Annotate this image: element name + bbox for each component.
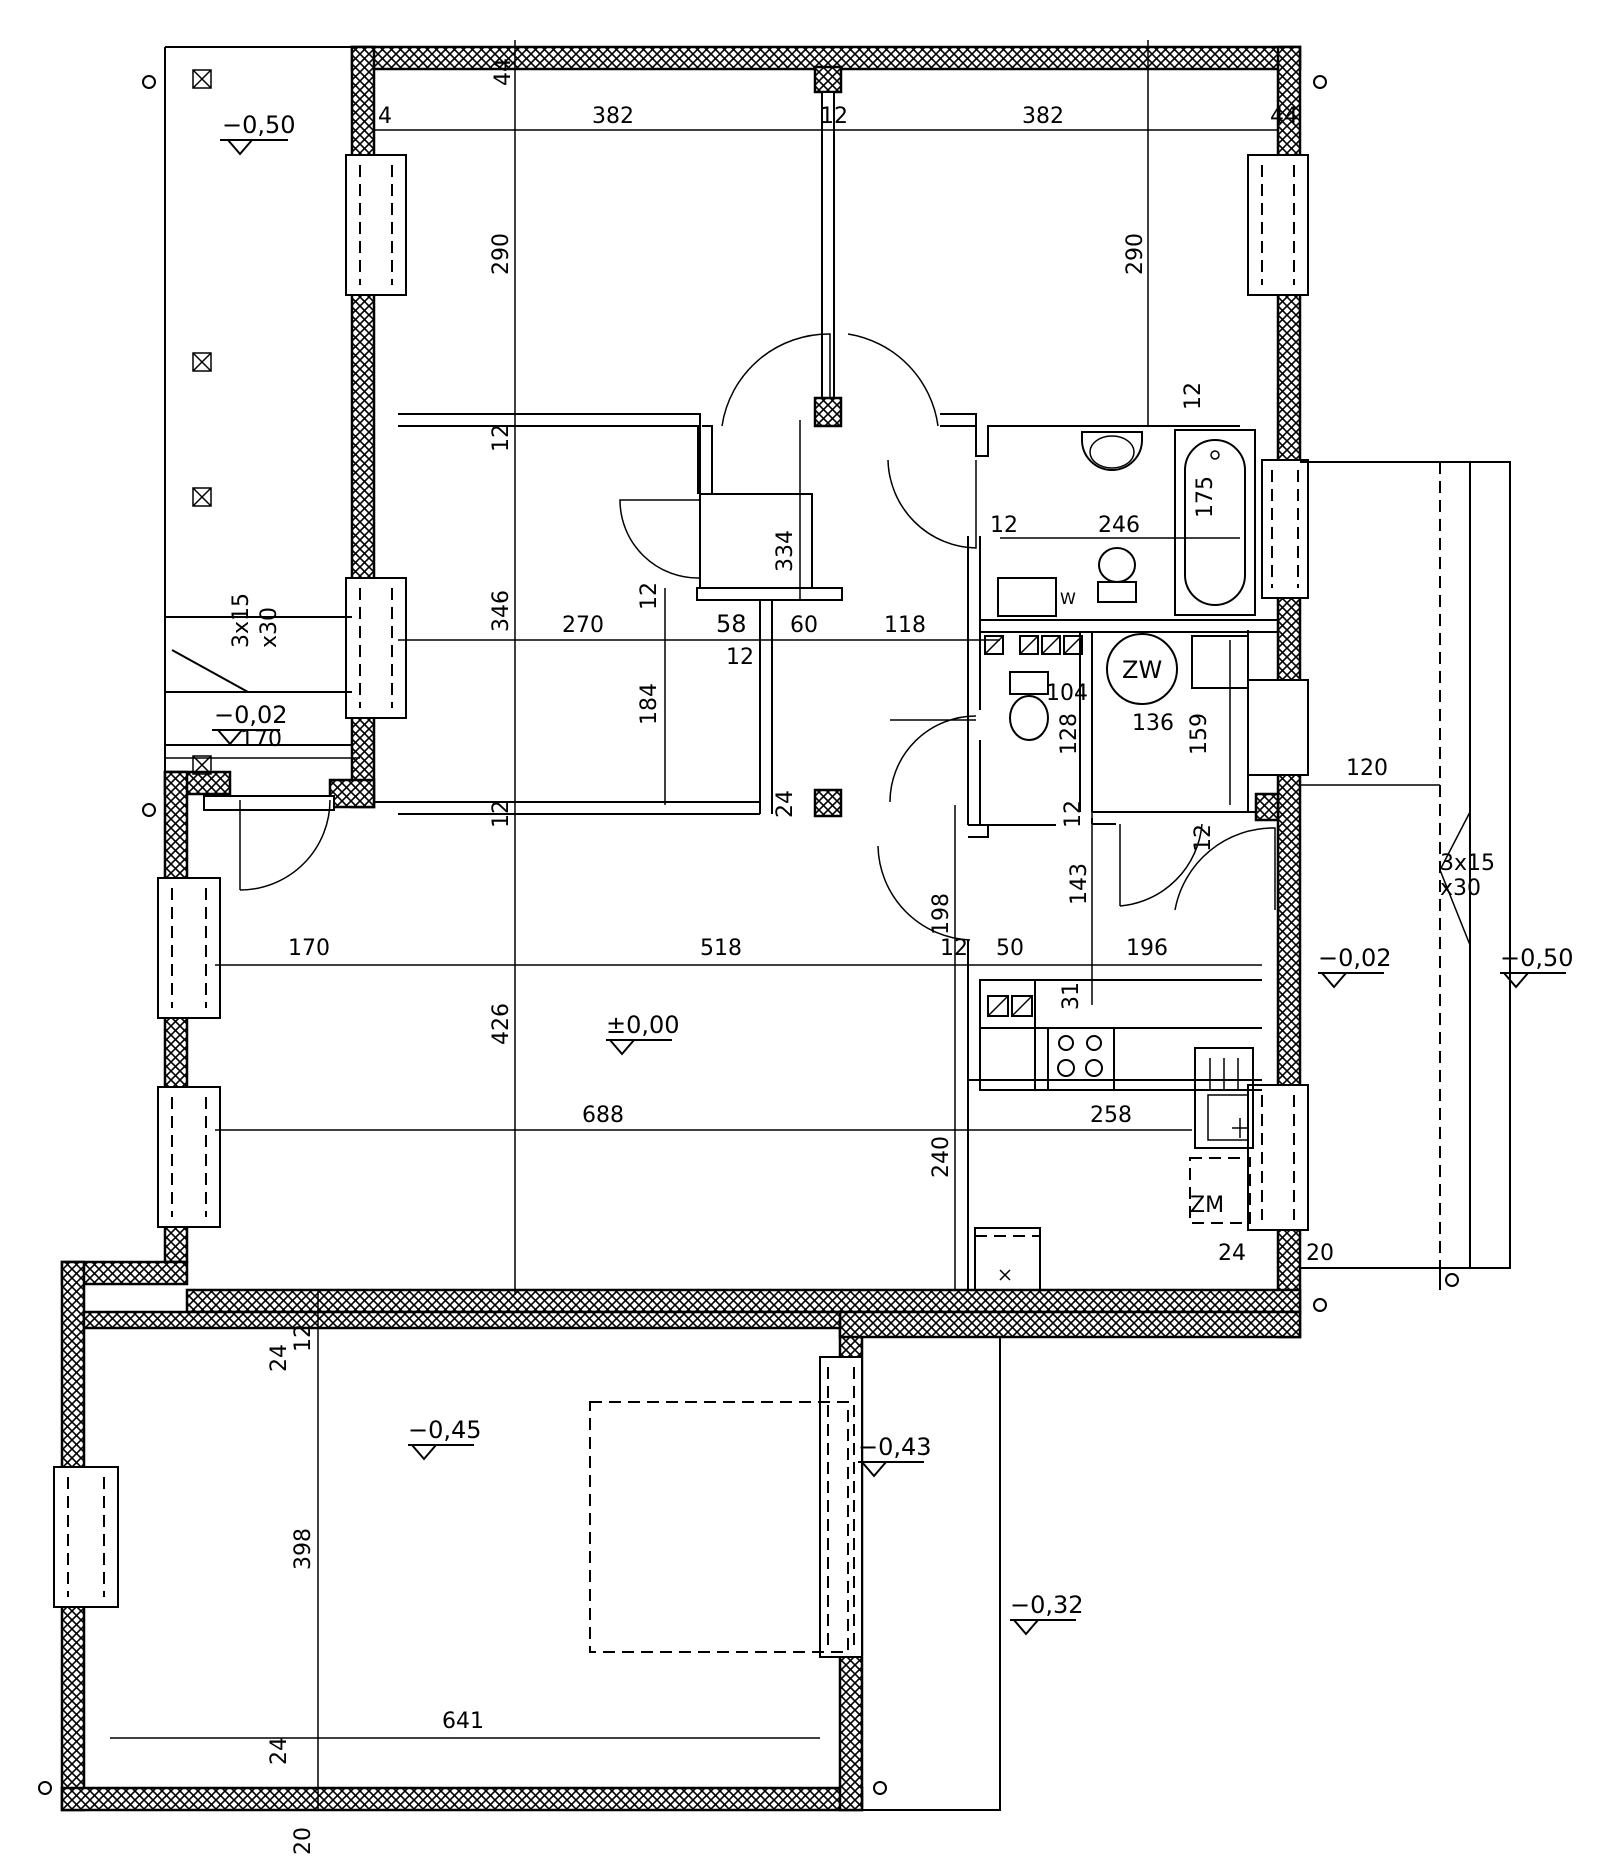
level-labels: −0,50 −0,02 ±0,00 −0,45 −0,43 −0,32 −0,0… <box>214 111 1574 1619</box>
dim-label: 641 <box>442 1709 484 1734</box>
dim-label: 159 <box>1187 713 1212 755</box>
dim-label: 50 <box>996 936 1024 961</box>
bathtub <box>1174 429 1256 616</box>
dim-label: 24 <box>773 790 798 818</box>
dim-label: 196 <box>1126 936 1168 961</box>
dim-label: 20 <box>1306 1241 1334 1266</box>
stairs-label-right-2: x30 <box>1440 876 1481 901</box>
dim-label: 120 <box>1346 756 1388 781</box>
dim-label: 12 <box>940 936 968 961</box>
dim-label: 60 <box>790 613 818 638</box>
dim-label: 382 <box>592 104 634 129</box>
dim-label: 12 <box>489 424 514 452</box>
dim-label: 175 <box>1193 476 1218 518</box>
dim-label: 24 <box>267 1344 292 1372</box>
exterior-walls <box>60 45 1302 1812</box>
garage-car-outline <box>589 1401 849 1653</box>
dim-label: 12 <box>1061 800 1086 828</box>
level-label: −0,45 <box>408 1416 482 1444</box>
dim-label: 20 <box>291 1827 316 1855</box>
dim-label: 58 <box>716 610 747 638</box>
dim-label: 12 <box>1191 824 1216 852</box>
doors <box>239 333 1276 941</box>
dim-label: 143 <box>1067 863 1092 905</box>
dim-label: 688 <box>582 1103 624 1128</box>
level-markers <box>212 139 1566 1636</box>
dim-label: 24 <box>267 1737 292 1765</box>
dim-label: 170 <box>240 727 282 752</box>
dim-label: 104 <box>1046 681 1088 706</box>
dim-label: 12 <box>820 104 848 129</box>
dim-label: 518 <box>700 936 742 961</box>
dim-label: 12 <box>726 645 754 670</box>
fridge-label: ZM <box>1190 1193 1224 1218</box>
level-label: −0,43 <box>858 1433 932 1461</box>
dim-label: 24 <box>1218 1241 1246 1266</box>
level-label: ±0,00 <box>606 1011 680 1039</box>
dim-label: 118 <box>884 613 926 638</box>
dim-label: 290 <box>489 233 514 275</box>
dim-label: 270 <box>562 613 604 638</box>
windows <box>53 154 1309 1658</box>
dim-label: 290 <box>1123 233 1148 275</box>
dim-label: 240 <box>929 1136 954 1178</box>
level-label: −0,02 <box>214 701 288 729</box>
dim-label: 184 <box>637 683 662 725</box>
vent-ducts <box>984 635 1083 1017</box>
washing-machine <box>997 577 1057 617</box>
dim-label: 170 <box>288 936 330 961</box>
dim-label: 398 <box>291 1528 316 1570</box>
fixtures <box>589 429 1262 1653</box>
wm-label: W <box>1060 589 1076 608</box>
dim-label: 346 <box>489 590 514 632</box>
dim-label: 198 <box>929 893 954 935</box>
boiler-circle <box>1106 633 1178 705</box>
dim-label: 246 <box>1098 513 1140 538</box>
dimension-lines <box>110 40 1440 1810</box>
toilet-upper <box>1097 547 1137 603</box>
column-marker <box>192 69 212 775</box>
dim-label: 44 <box>1270 104 1298 129</box>
stairs-label-right-1: 3x15 <box>1440 851 1495 876</box>
dim-label: 12 <box>489 800 514 828</box>
dim-label: 382 <box>1022 104 1064 129</box>
dim-label: 334 <box>773 530 798 572</box>
boiler-box <box>1191 635 1249 689</box>
toilet-lower <box>1009 671 1049 741</box>
room-labels: ZW ZM W 3x15 x30 3x15 x30 <box>229 589 1495 1218</box>
washbasin <box>1081 431 1143 471</box>
interior-walls <box>203 65 1280 1290</box>
dimension-labels: 4 382 12 382 44 44 290 290 12 12 334 12 … <box>240 58 1388 1855</box>
dim-label: 12 <box>291 1324 316 1352</box>
dim-label: 12 <box>1181 382 1206 410</box>
dim-label: 12 <box>637 582 662 610</box>
dim-label: 12 <box>990 513 1018 538</box>
stairs-label-left-2: x30 <box>257 607 282 648</box>
dim-label: 31 <box>1059 982 1084 1010</box>
level-label: −0,50 <box>1500 944 1574 972</box>
boiler-label: ZW <box>1122 656 1162 684</box>
stairs-label-left-1: 3x15 <box>229 593 254 648</box>
dim-label: 128 <box>1057 713 1082 755</box>
dim-label: 44 <box>491 58 516 86</box>
level-label: −0,50 <box>222 111 296 139</box>
dim-label: 258 <box>1090 1103 1132 1128</box>
level-label: −0,32 <box>1010 1591 1084 1619</box>
dim-label: 4 <box>378 104 392 129</box>
dim-label: 136 <box>1132 711 1174 736</box>
left-terrace <box>142 46 352 817</box>
dim-label: 426 <box>489 1003 514 1045</box>
kitchen-counter <box>974 979 1262 1291</box>
level-label: −0,02 <box>1318 944 1392 972</box>
